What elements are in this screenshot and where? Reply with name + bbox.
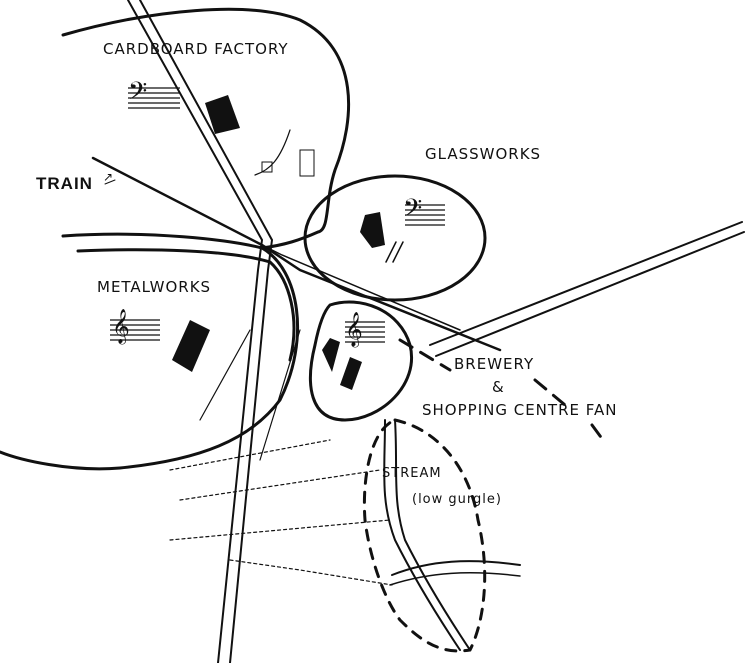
cardboard-zone: [61, 7, 351, 250]
bass-clef-icon: 𝄢: [128, 77, 148, 112]
fan-direction: [398, 338, 605, 442]
stream: [383, 419, 461, 651]
glassworks-zone: [303, 174, 487, 302]
cardboard-building: [205, 95, 240, 134]
bass-clef-icon: 𝄢: [403, 194, 423, 229]
label-brewery: BREWERY: [454, 355, 535, 373]
label-cardboard-factory: CARDBOARD FACTORY: [103, 40, 289, 58]
metalworks-building: [172, 320, 210, 372]
east-road: [429, 221, 743, 346]
brewery-zone: [308, 300, 413, 422]
label-stream: STREAM: [382, 466, 442, 481]
label-shopping-centre-fan: SHOPPING CENTRE FAN: [422, 401, 618, 419]
glassworks-building: [360, 212, 385, 248]
train-line: [91, 156, 502, 352]
label-stream-note: (low gurgle): [412, 492, 502, 507]
staff-lines: [110, 87, 445, 343]
main-road: [127, 0, 264, 663]
label-train: TRAIN: [36, 174, 93, 193]
label-metalworks: METALWORKS: [97, 278, 212, 296]
metalworks-zone: [0, 232, 299, 471]
label-ampersand: &: [492, 378, 505, 396]
arrow-icon: ↗: [103, 170, 115, 184]
label-glassworks: GLASSWORKS: [425, 145, 542, 163]
treble-clef-icon: 𝄞: [112, 309, 130, 344]
brewery-building-2: [340, 357, 362, 390]
treble-clef-icon: 𝄞: [345, 312, 363, 347]
stream-zone: [362, 418, 487, 653]
brewery-building-1: [322, 338, 340, 372]
